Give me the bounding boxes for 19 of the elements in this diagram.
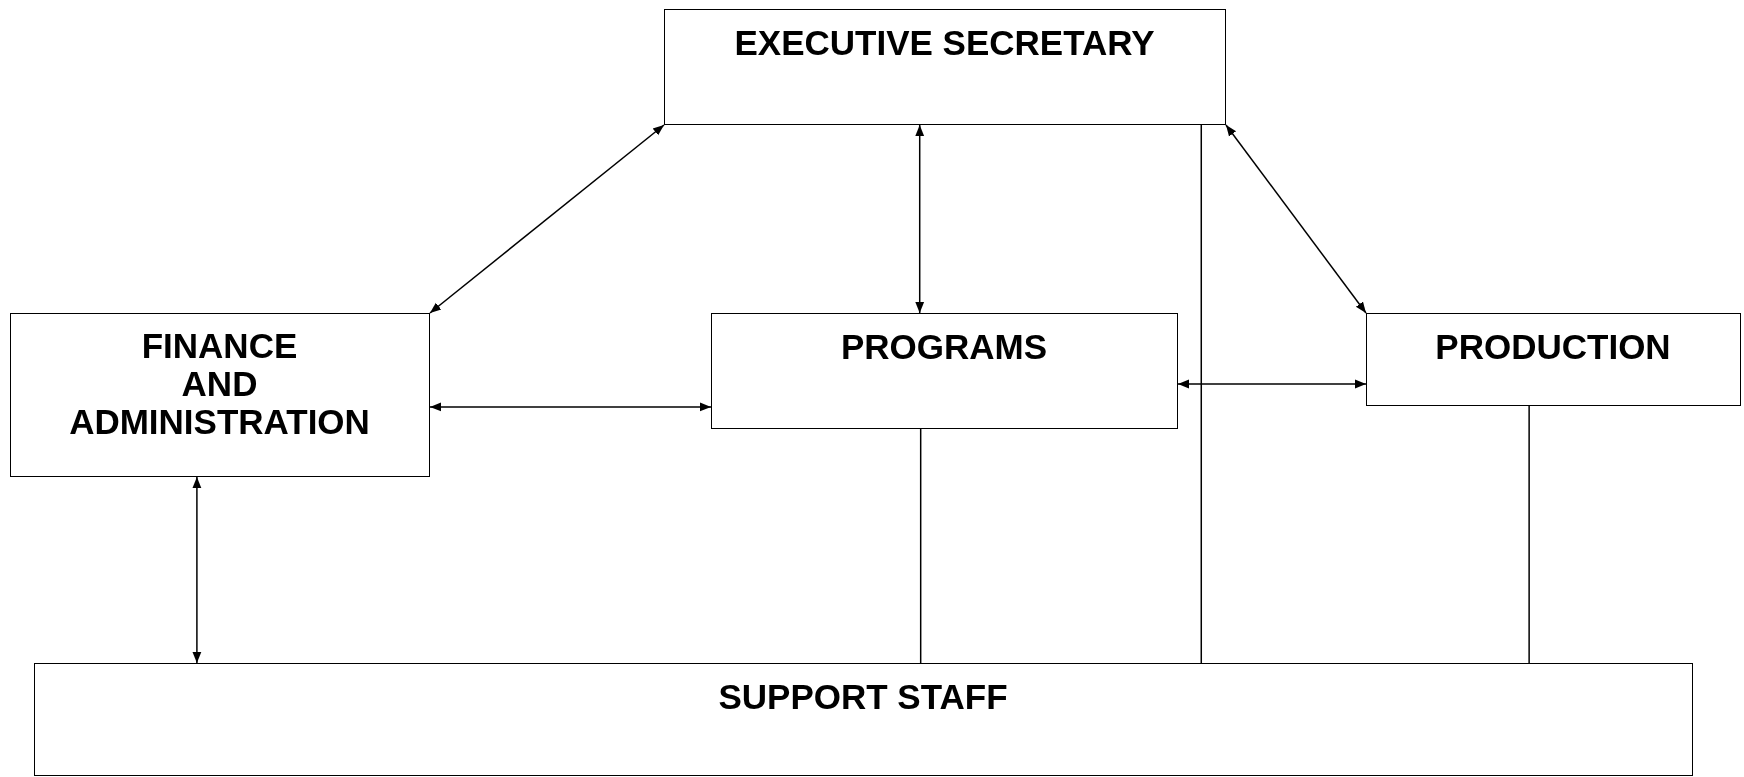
arrow — [192, 476, 202, 664]
arrow — [429, 124, 665, 314]
org-unit-box — [664, 9, 1226, 125]
unit-title: PRODUCTION — [1434, 328, 1672, 366]
connector-line — [1528, 405, 1530, 664]
org-unit-box — [1366, 313, 1741, 406]
connector-line — [1200, 124, 1202, 664]
arrow — [1177, 379, 1367, 389]
arrow — [429, 402, 712, 412]
org-unit-box — [711, 313, 1178, 429]
unit-title: FINANCE AND ADMINISTRATION — [68, 327, 371, 441]
arrow — [1225, 124, 1367, 314]
unit-title: EXECUTIVE SECRETARY — [733, 24, 1156, 62]
connector-line — [919, 428, 922, 664]
arrow — [915, 124, 925, 314]
unit-title: SUPPORT STAFF — [717, 678, 1009, 716]
unit-title: PROGRAMS — [839, 328, 1049, 366]
org-unit-box — [10, 313, 430, 477]
org-unit-box — [34, 663, 1693, 776]
